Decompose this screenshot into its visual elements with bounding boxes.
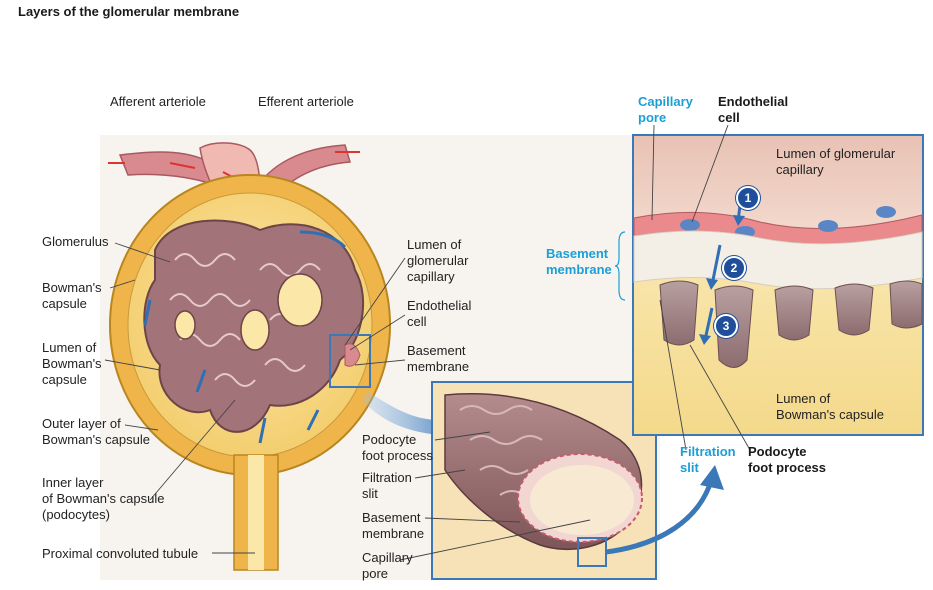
- label-efferent: Efferent arteriole: [258, 94, 354, 109]
- label-proximal: Proximal convoluted tubule: [42, 546, 199, 561]
- label-afferent: Afferent arteriole: [110, 94, 206, 109]
- flow-arrows: [143, 230, 347, 444]
- right-panel: [614, 134, 924, 436]
- magnify-box-1: [329, 334, 371, 388]
- step-marker-3: 3: [714, 314, 738, 338]
- diagram-title: Layers of the glomerular membrane: [18, 4, 240, 19]
- leader-lines: [104, 124, 751, 561]
- step-marker-2: 2: [722, 256, 746, 280]
- glomerular-tuft: [143, 219, 365, 433]
- middle-panel: [431, 381, 657, 580]
- label-glomerulus: Glomerulus: [42, 234, 109, 249]
- proximal-tubule: [233, 454, 279, 571]
- step-marker-1: 1: [736, 186, 760, 210]
- arrow-to-right: [605, 477, 715, 555]
